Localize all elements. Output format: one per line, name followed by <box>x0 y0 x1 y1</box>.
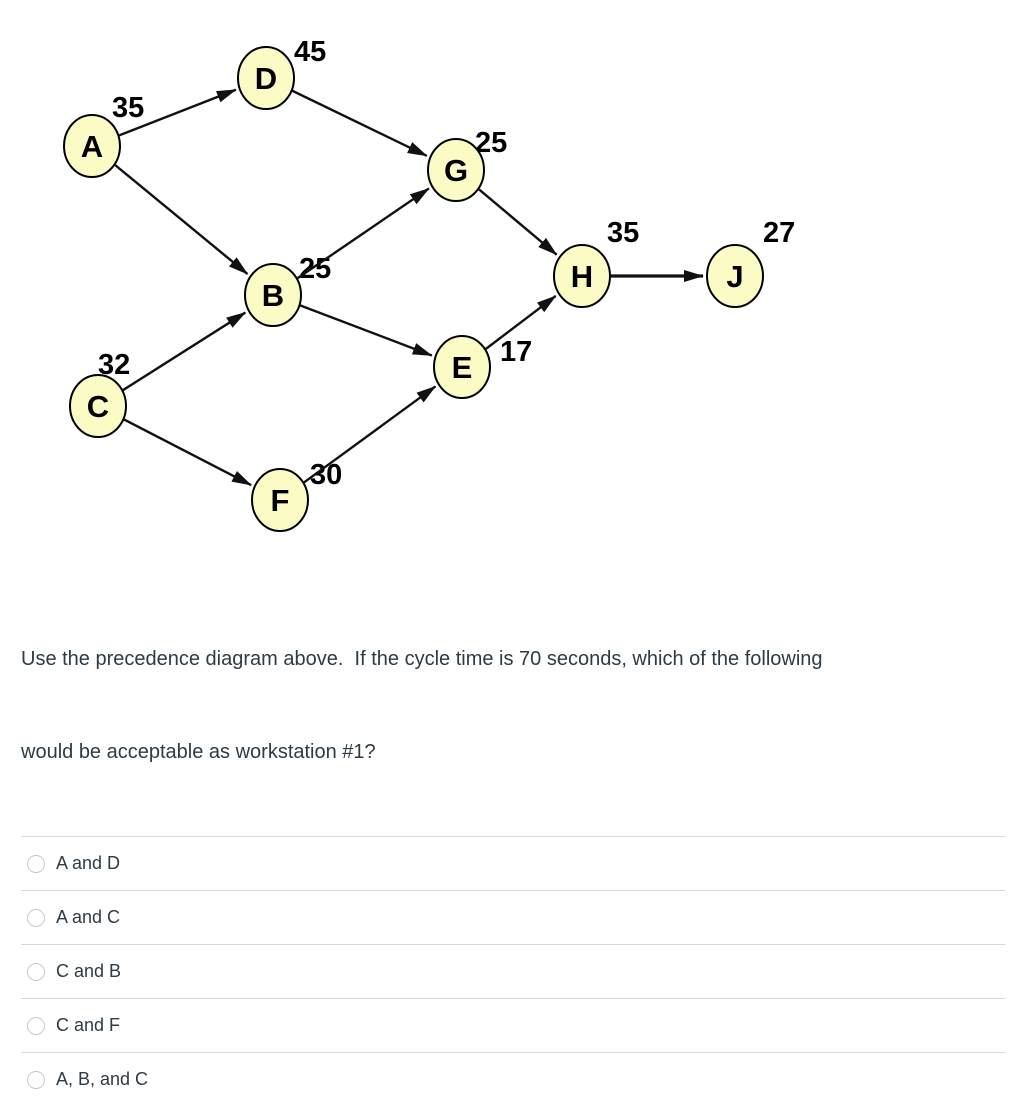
node-time-D: 45 <box>294 36 326 68</box>
answer-option-row[interactable]: C and B <box>21 944 1005 998</box>
radio-button[interactable] <box>27 962 45 981</box>
node-letter-D: D <box>255 61 277 96</box>
question-line: would be acceptable as workstation #1? <box>21 741 376 763</box>
option-label[interactable]: A and C <box>56 907 121 927</box>
node-F <box>251 468 309 532</box>
edge-G-H <box>478 188 558 256</box>
option-label[interactable]: A and D <box>56 853 121 873</box>
node-H <box>553 244 611 308</box>
node-time-H: 35 <box>607 217 639 249</box>
option-label[interactable]: C and F <box>56 1015 121 1035</box>
node-letter-H: H <box>571 259 593 294</box>
edge-B-G <box>296 187 430 280</box>
question-line: Use the precedence diagram above. If the… <box>21 648 823 670</box>
answer-option-row[interactable]: A and D <box>21 836 1005 890</box>
node-B <box>244 263 302 327</box>
radio-button[interactable] <box>27 854 45 873</box>
node-letter-A: A <box>81 129 103 164</box>
node-J <box>706 244 764 308</box>
node-letter-E: E <box>452 350 473 385</box>
edge-B-E <box>299 304 433 357</box>
edge-C-B <box>122 311 247 392</box>
edge-A-B <box>114 164 249 275</box>
node-letter-F: F <box>271 483 290 518</box>
edge-D-G <box>292 89 428 157</box>
question-text: Use the precedence diagram above. If the… <box>21 582 1010 799</box>
radio-button[interactable] <box>27 1016 45 1035</box>
node-G <box>427 138 485 202</box>
node-letter-B: B <box>262 278 284 313</box>
answer-option-row[interactable]: A and C <box>21 890 1005 944</box>
node-time-A: 35 <box>112 92 144 124</box>
answer-option-row[interactable]: C and F <box>21 998 1005 1052</box>
node-letter-C: C <box>87 389 109 424</box>
node-letter-J: J <box>726 259 743 294</box>
node-letter-G: G <box>444 153 468 188</box>
node-E <box>433 335 491 399</box>
edge-C-F <box>123 418 252 487</box>
node-time-J: 27 <box>763 217 795 249</box>
option-label[interactable]: A, B, and C <box>56 1069 149 1089</box>
edge-A-D <box>118 88 237 137</box>
answer-options: A and D A and C C and B C and F A, B, and C <box>21 836 1005 1106</box>
node-C <box>69 374 127 438</box>
radio-button[interactable] <box>27 908 45 927</box>
edge-E-H <box>485 294 557 350</box>
radio-button[interactable] <box>27 1070 45 1089</box>
node-time-E: 17 <box>500 336 532 368</box>
option-label[interactable]: C and B <box>56 961 122 981</box>
node-D <box>237 46 295 110</box>
node-A <box>63 114 121 178</box>
edge-F-E <box>303 385 437 484</box>
answer-option-row[interactable]: A, B, and C <box>21 1052 1005 1106</box>
